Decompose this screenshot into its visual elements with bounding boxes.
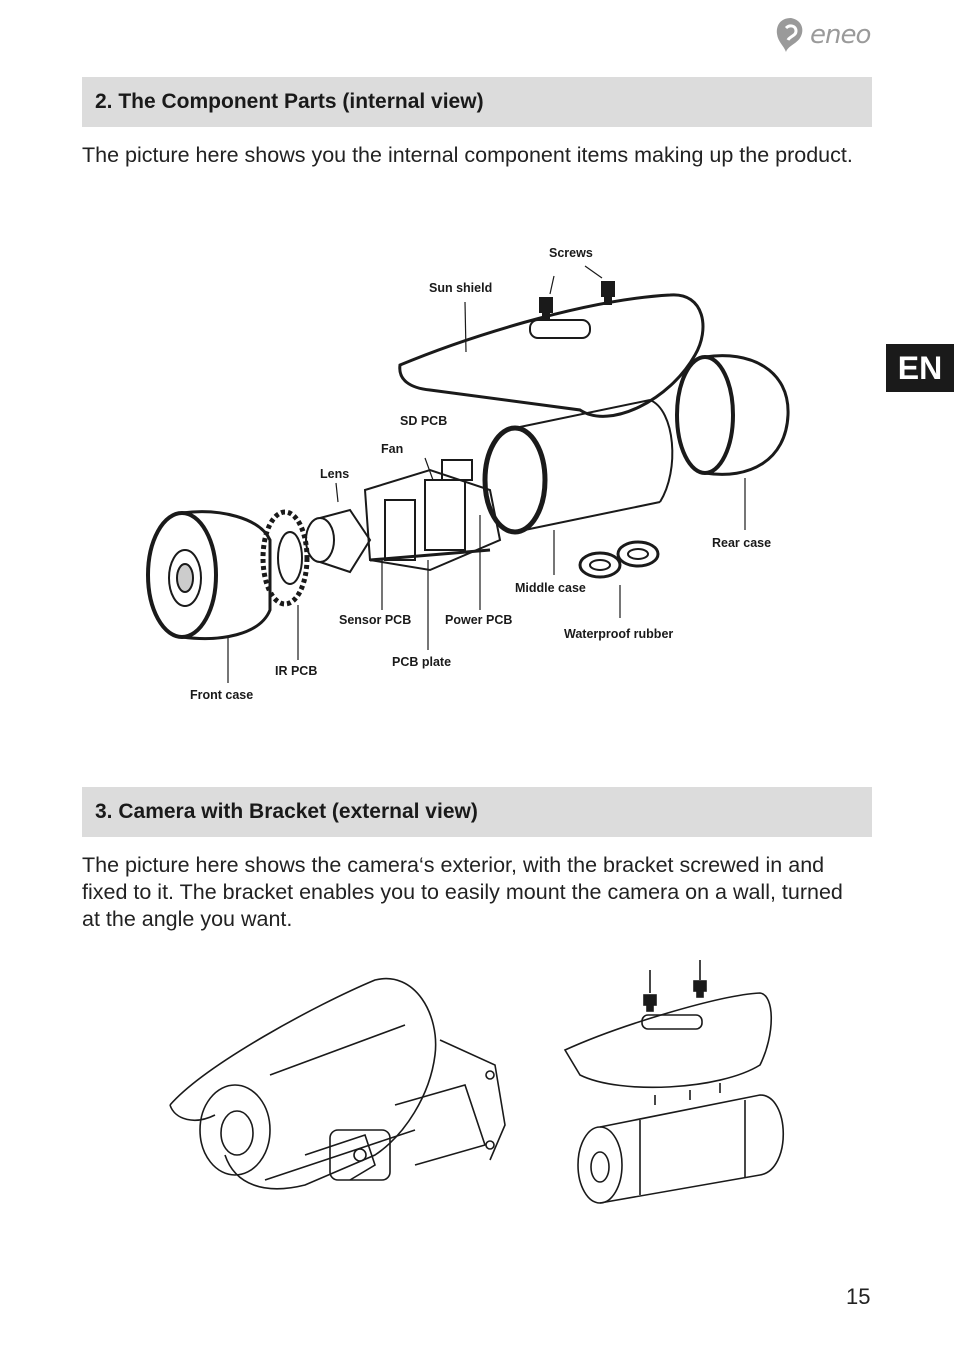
screw-icon <box>643 994 657 1012</box>
label-middle-case: Middle case <box>515 581 586 595</box>
screw-icon <box>601 281 615 305</box>
camera-sunshield-mounting-figure <box>560 955 790 1215</box>
label-lens: Lens <box>320 467 350 481</box>
section-paragraph: The picture here shows the camera‘s exte… <box>82 853 843 931</box>
camera-bracket-illustration <box>169 977 506 1190</box>
label-sun-shield: Sun shield <box>429 281 493 295</box>
brand-logo: eneo <box>774 16 884 60</box>
label-sd-pcb: SD PCB <box>400 414 448 428</box>
page-number: 15 <box>846 1284 871 1309</box>
label-screws: Screws <box>549 246 593 260</box>
section-heading-text: 2. The Component Parts (internal view) <box>95 90 484 113</box>
label-front-case: Front case <box>190 688 254 702</box>
screw-icon <box>539 297 553 321</box>
label-rear-case: Rear case <box>712 536 772 550</box>
label-pcb-plate: PCB plate <box>392 655 452 669</box>
section-heading-text: 3. Camera with Bracket (external view) <box>95 800 478 823</box>
section-paragraph: The picture here shows you the internal … <box>82 143 853 167</box>
camera-exploded-illustration <box>146 265 790 683</box>
label-power-pcb: Power PCB <box>445 613 513 627</box>
screw-icon <box>693 980 707 998</box>
camera-with-bracket-figure <box>165 955 510 1200</box>
sunshield-mounting-illustration <box>563 960 785 1204</box>
exploded-view-diagram: Screws Sun shield SD PCB Fan Lens Rear c… <box>130 240 830 710</box>
eneo-logo-icon <box>776 18 803 52</box>
brand-name: eneo <box>810 20 871 50</box>
label-waterproof-rubber: Waterproof rubber <box>564 627 674 641</box>
label-fan: Fan <box>381 442 404 456</box>
section-heading-camera-bracket: 3. Camera with Bracket (external view) <box>82 787 872 837</box>
language-tab[interactable]: EN <box>886 344 954 392</box>
section-heading-component-parts: 2. The Component Parts (internal view) <box>82 77 872 127</box>
label-ir-pcb: IR PCB <box>275 664 318 678</box>
label-sensor-pcb: Sensor PCB <box>339 613 412 627</box>
